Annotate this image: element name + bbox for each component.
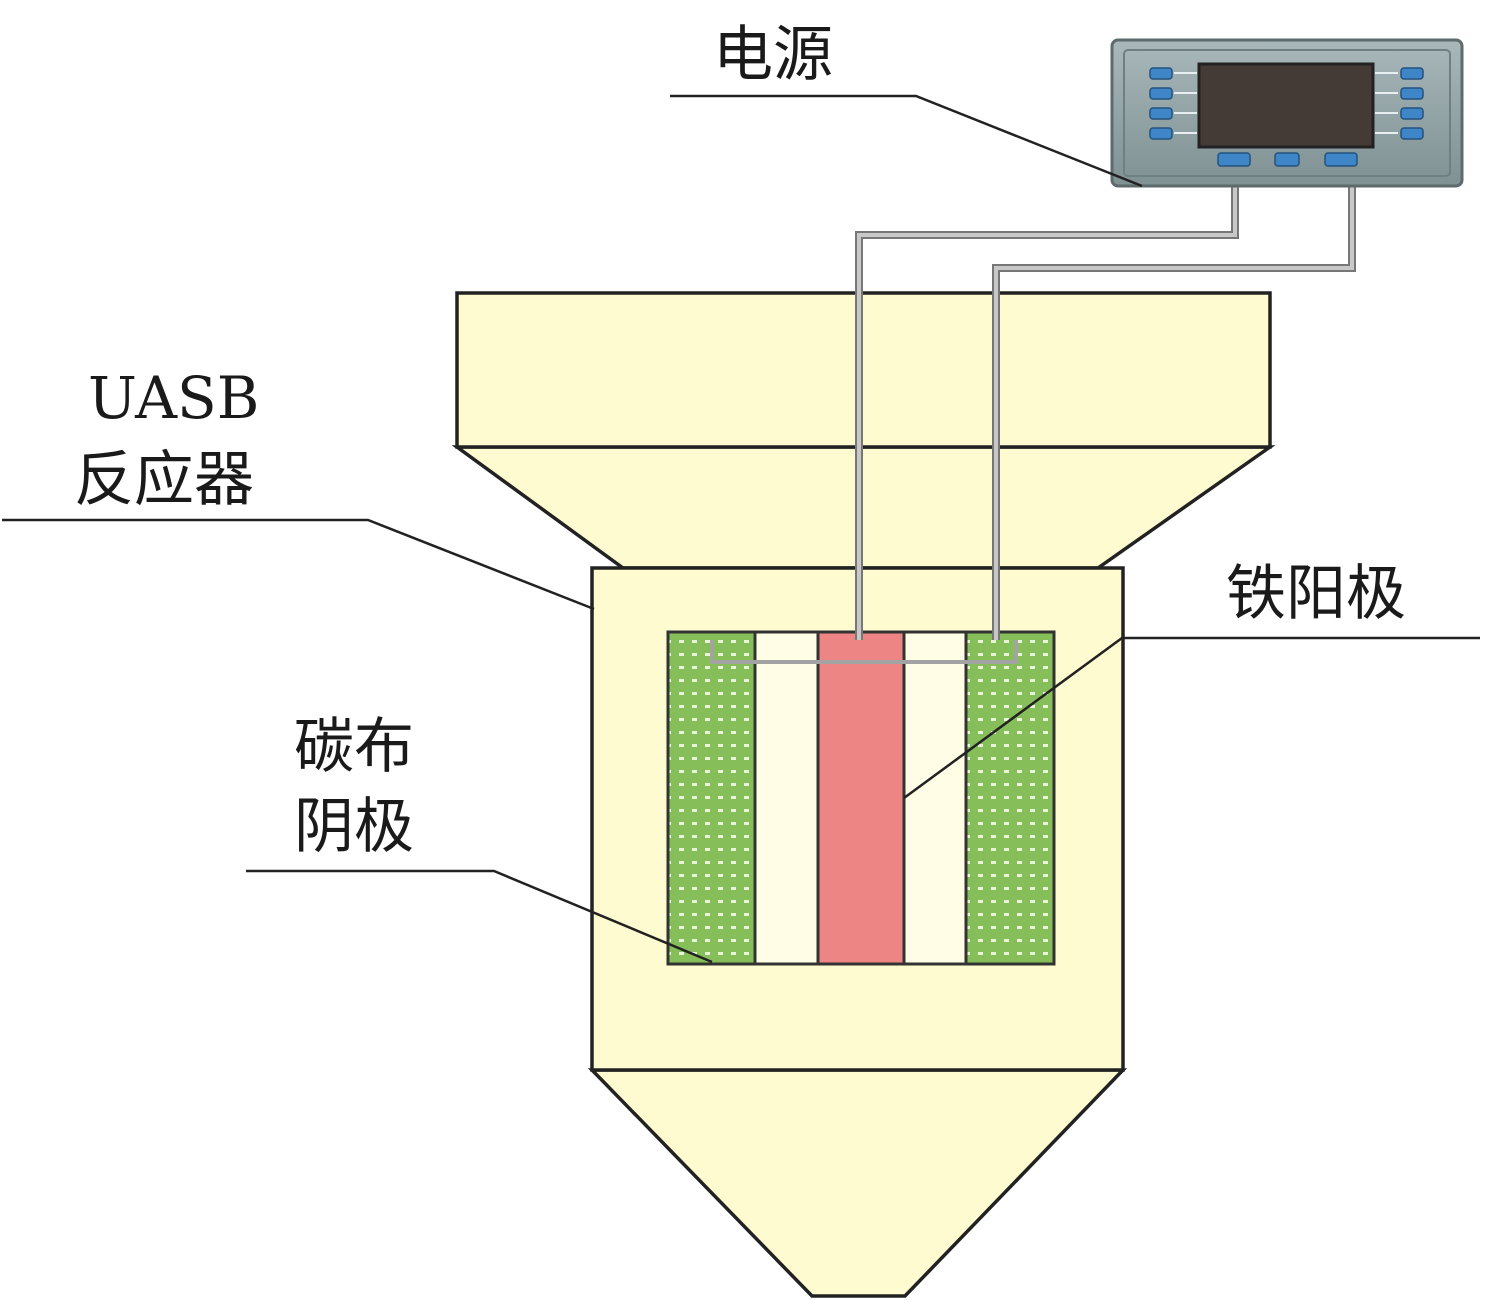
- electrode-assembly: [666, 630, 1056, 966]
- power-supply-left-buttons: [1149, 67, 1173, 140]
- power-supply-icon: [1110, 38, 1464, 188]
- power-supply-screen: [1197, 62, 1375, 149]
- label-anode: 铁阳极: [1226, 559, 1406, 629]
- leader-cathode: [246, 869, 713, 964]
- leader-lines: [2, 94, 1480, 964]
- labels: 电源 UASB 反应器 铁阳极 碳布 阴极: [74, 20, 1406, 862]
- cathode-connector: [710, 640, 1018, 664]
- label-reactor-line2: 反应器: [74, 445, 254, 515]
- label-cathode-line2: 阴极: [294, 792, 414, 862]
- leader-power: [670, 94, 1143, 188]
- power-wires: [855, 180, 1356, 640]
- reactor-bottom-cone: [587, 1068, 1128, 1298]
- reactor-top-section: [455, 291, 1272, 449]
- label-reactor-line1: UASB: [88, 364, 259, 432]
- power-supply-bottom-buttons: [1217, 152, 1358, 167]
- carbon-cathode-left: [666, 630, 757, 966]
- leader-anode: [903, 636, 1480, 800]
- label-power: 电源: [713, 20, 833, 90]
- label-cathode-line1: 碳布: [294, 712, 414, 782]
- carbon-cathode-right: [964, 630, 1056, 966]
- iron-anode: [816, 630, 906, 966]
- power-supply-right-buttons: [1400, 67, 1424, 140]
- leader-reactor: [2, 518, 595, 611]
- reactor-upper-funnel: [451, 445, 1276, 570]
